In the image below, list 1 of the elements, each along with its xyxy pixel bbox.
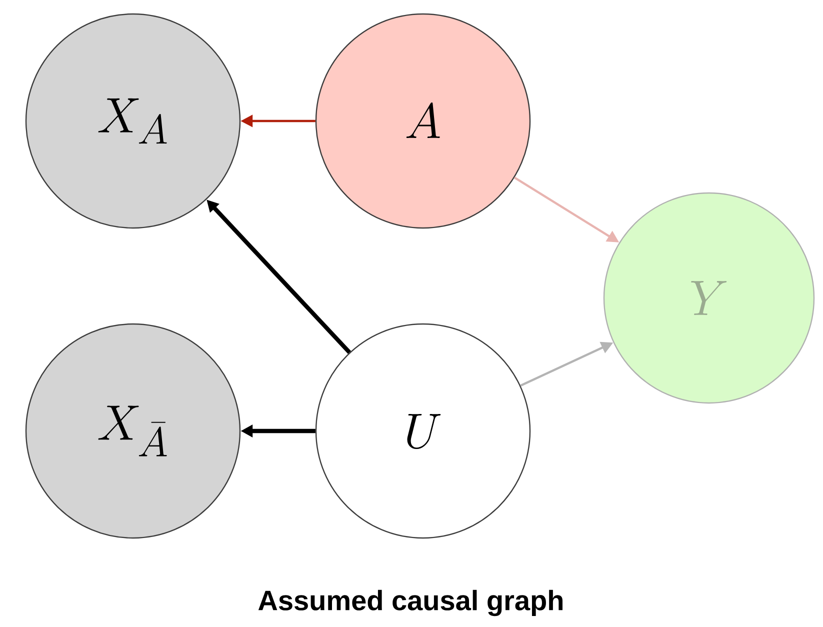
caption: Assumed causal graph: [258, 590, 562, 616]
